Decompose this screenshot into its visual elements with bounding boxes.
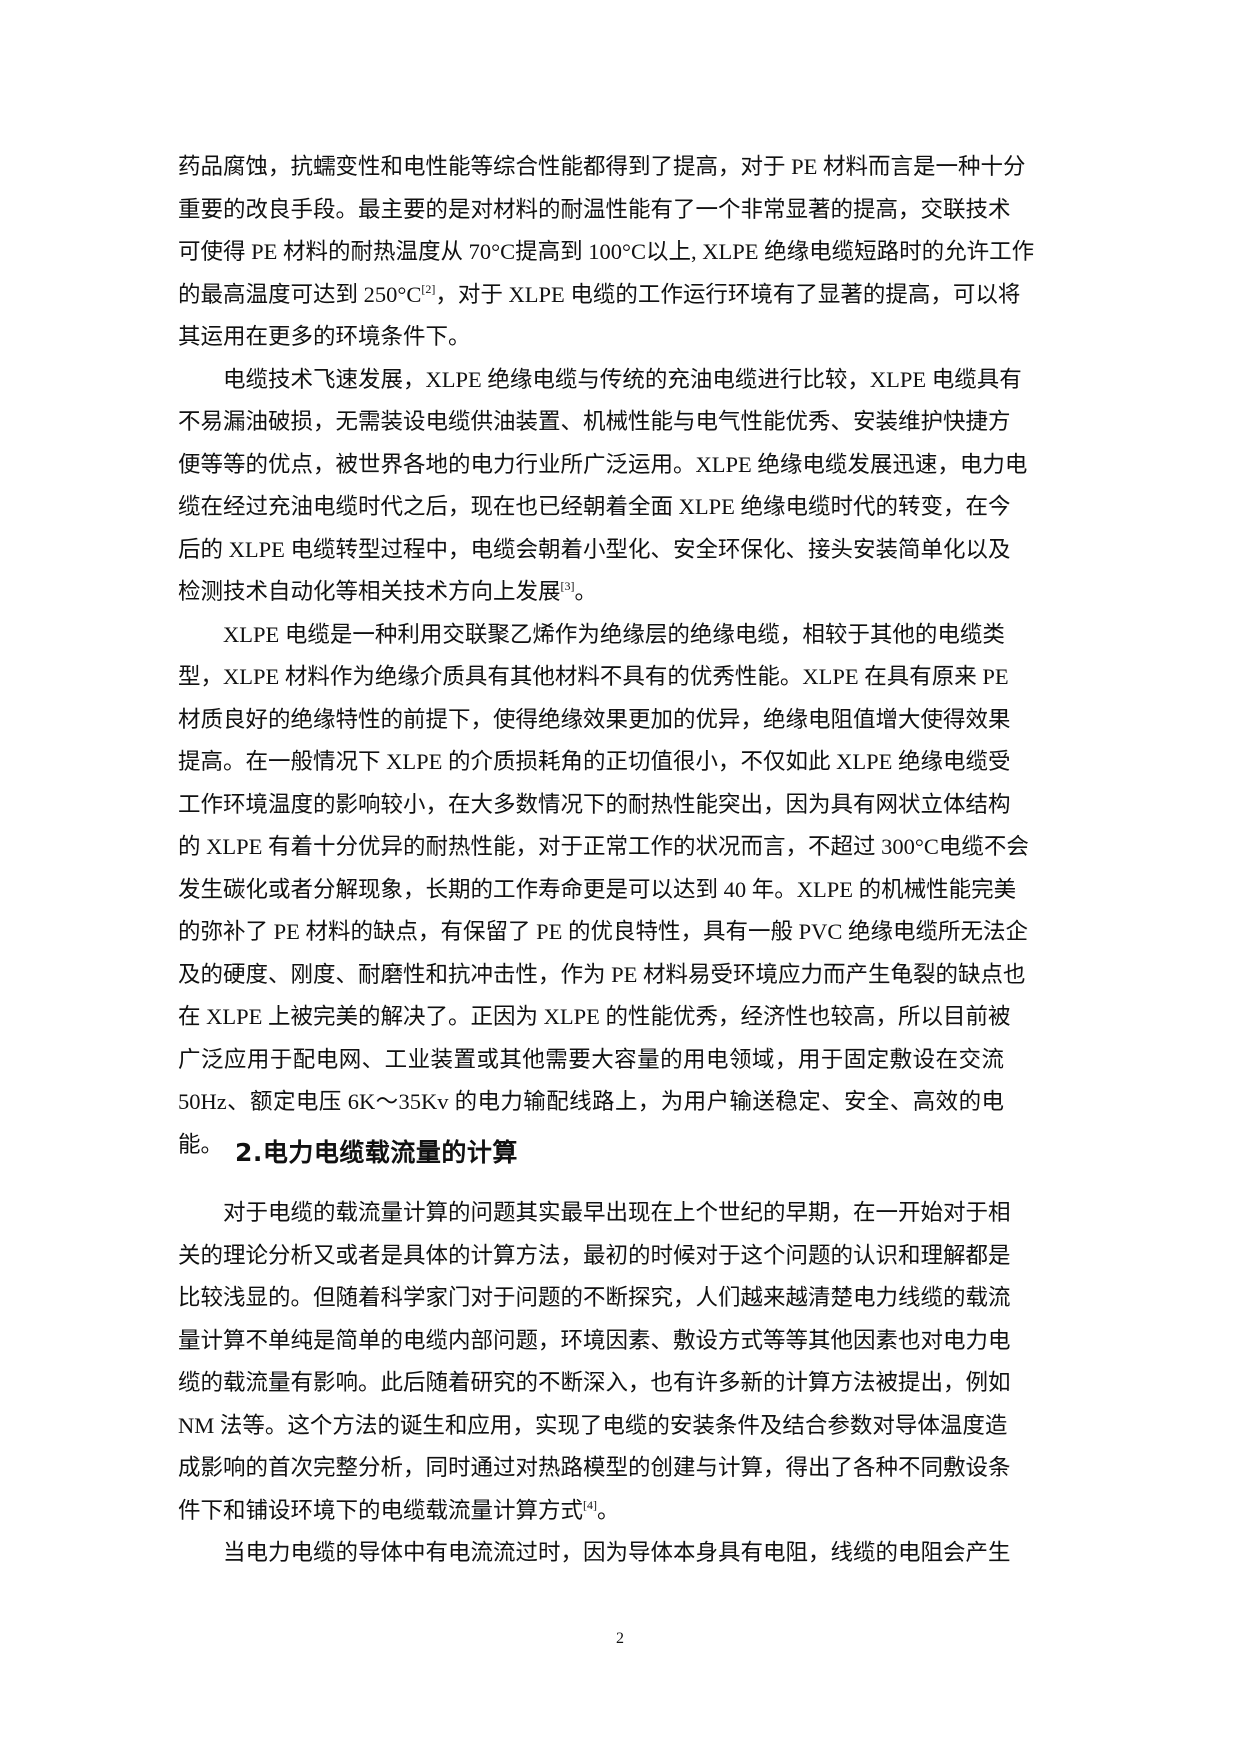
text-line: 的 XLPE 有着十分优异的耐热性能，对于正常工作的状况而言，不超过 300°C…: [178, 834, 1029, 859]
text-run: 。: [574, 579, 598, 604]
text-line: 50Hz、额定电压 6K～35Kv 的电力输配线路上，为用户输送稳定、安全、高效…: [178, 1089, 1004, 1114]
text-line: 检测技术自动化等相关技术方向上发展[3]。: [178, 571, 1004, 614]
text-run: ，对于 XLPE 电缆的工作运行环境有了显著的提高，可以将: [435, 281, 1021, 307]
paragraph: 当电力电缆的导体中有电流流过时，因为导体本身具有电阻，线缆的电阻会产生: [178, 1532, 1011, 1575]
text-line: 广泛应用于配电网、工业装置或其他需要大容量的用电领域，用于固定敷设在交流: [178, 1046, 1004, 1072]
paragraph: XLPE 电缆是一种利用交联聚乙烯作为绝缘层的绝缘电缆，相较于其他的电缆类 型，…: [178, 614, 1029, 1167]
text-line: 能。: [178, 1131, 224, 1157]
paragraph: 药品腐蚀，抗蠕变性和电性能等综合性能都得到了提高，对于 PE 材料而言是一种十分…: [178, 146, 1035, 359]
text-run: 的最高温度可达到 250°C: [178, 281, 422, 307]
text-run: 件下和铺设环境下的电缆载流量计算方式: [178, 1497, 584, 1523]
paragraph: 电缆技术飞速发展，XLPE 绝缘电缆与传统的充油电缆进行比较，XLPE 电缆具有…: [178, 359, 1028, 614]
text-line: 药品腐蚀，抗蠕变性和电性能等综合性能都得到了提高，对于 PE 材料而言是一种十分: [178, 154, 1026, 179]
text-line: 在 XLPE 上被完美的解决了。正因为 XLPE 的性能优秀，经济性也较高，所以…: [178, 1004, 1011, 1029]
text-line: 提高。在一般情况下 XLPE 的介质损耗角的正切值很小，不仅如此 XLPE 绝缘…: [178, 749, 1011, 774]
text-line: 当电力电缆的导体中有电流流过时，因为导体本身具有电阻，线缆的电阻会产生: [223, 1540, 1011, 1565]
text-run: 检测技术自动化等相关技术方向上发展: [178, 579, 561, 604]
text-line: 后的 XLPE 电缆转型过程中，电缆会朝着小型化、安全环保化、接头安装简单化以及: [178, 536, 1011, 562]
text-line: 缆在经过充油电缆时代之后，现在也已经朝着全面 XLPE 绝缘电缆时代的转变，在今: [178, 494, 1011, 519]
section-heading: 2.电力电缆载流量的计算: [235, 1138, 518, 1167]
text-line: 可使得 PE 材料的耐热温度从 70°C提高到 100°C以上, XLPE 绝缘…: [178, 239, 1035, 264]
text-line: 其运用在更多的环境条件下。: [178, 324, 471, 349]
text-line: 成影响的首次完整分析，同时通过对热路模型的创建与计算，得出了各种不同敷设条: [178, 1455, 1011, 1480]
text-line: 便等等的优点，被世界各地的电力行业所广泛运用。XLPE 绝缘电缆发展迅速，电力电: [178, 451, 1028, 477]
text-line: XLPE 电缆是一种利用交联聚乙烯作为绝缘层的绝缘电缆，相较于其他的电缆类: [223, 621, 1005, 647]
citation-ref: [2]: [421, 281, 436, 296]
text-line: 缆的载流量有影响。此后随着研究的不断深入，也有许多新的计算方法被提出，例如: [178, 1370, 1011, 1395]
text-line: 对于电缆的载流量计算的问题其实最早出现在上个世纪的早期，在一开始对于相: [223, 1200, 1011, 1225]
text-line: 的最高温度可达到 250°C[2]，对于 XLPE 电缆的工作运行环境有了显著的…: [178, 274, 1020, 317]
text-line: 发生碳化或者分解现象，长期的工作寿命更是可以达到 40 年。XLPE 的机械性能…: [178, 876, 1017, 902]
text-line: 及的硬度、刚度、耐磨性和抗冲击性，作为 PE 材料易受环境应力而产生龟裂的缺点也: [178, 961, 1026, 987]
paragraph: 对于电缆的载流量计算的问题其实最早出现在上个世纪的早期，在一开始对于相 关的理论…: [178, 1192, 1011, 1533]
text-line: 重要的改良手段。最主要的是对材料的耐温性能有了一个非常显著的提高，交联技术: [178, 196, 1011, 222]
text-line: 电缆技术飞速发展，XLPE 绝缘电缆与传统的充油电缆进行比较，XLPE 电缆具有: [223, 366, 1022, 392]
text-line: 的弥补了 PE 材料的缺点，有保留了 PE 的优良特性，具有一般 PVC 绝缘电…: [178, 919, 1029, 944]
citation-ref: [4]: [583, 1497, 598, 1512]
text-line: 材质良好的绝缘特性的前提下，使得绝缘效果更加的优异，绝缘电阻值增大使得效果: [178, 706, 1011, 732]
body-section-2: 对于电缆的载流量计算的问题其实最早出现在上个世纪的早期，在一开始对于相 关的理论…: [178, 1192, 1011, 1575]
page-number: 2: [616, 1630, 624, 1647]
text-line: 比较浅显的。但随着科学家门对于问题的不断探究，人们越来越清楚电力线缆的载流: [178, 1285, 1011, 1310]
text-line: NM 法等。这个方法的诞生和应用，实现了电缆的安装条件及结合参数对导体温度造: [178, 1412, 1008, 1438]
text-line: 关的理论分析又或者是具体的计算方法，最初的时候对于这个问题的认识和理解都是: [178, 1242, 1011, 1268]
text-line: 型，XLPE 材料作为绝缘介质具有其他材料不具有的优秀性能。XLPE 在具有原来…: [178, 664, 1009, 689]
text-line: 件下和铺设环境下的电缆载流量计算方式[4]。: [178, 1490, 1004, 1533]
citation-ref: [3]: [560, 579, 575, 593]
text-run: 。: [597, 1497, 620, 1523]
text-line: 不易漏油破损，无需装设电缆供油装置、机械性能与电气性能优秀、安装维护快捷方: [178, 409, 1011, 434]
text-line: 工作环境温度的影响较小，在大多数情况下的耐热性能突出，因为具有网状立体结构: [178, 791, 1011, 817]
body-section-1: 药品腐蚀，抗蠕变性和电性能等综合性能都得到了提高，对于 PE 材料而言是一种十分…: [178, 146, 1035, 1167]
text-line: 量计算不单纯是简单的电缆内部问题，环境因素、敷设方式等等其他因素也对电力电: [178, 1327, 1011, 1353]
